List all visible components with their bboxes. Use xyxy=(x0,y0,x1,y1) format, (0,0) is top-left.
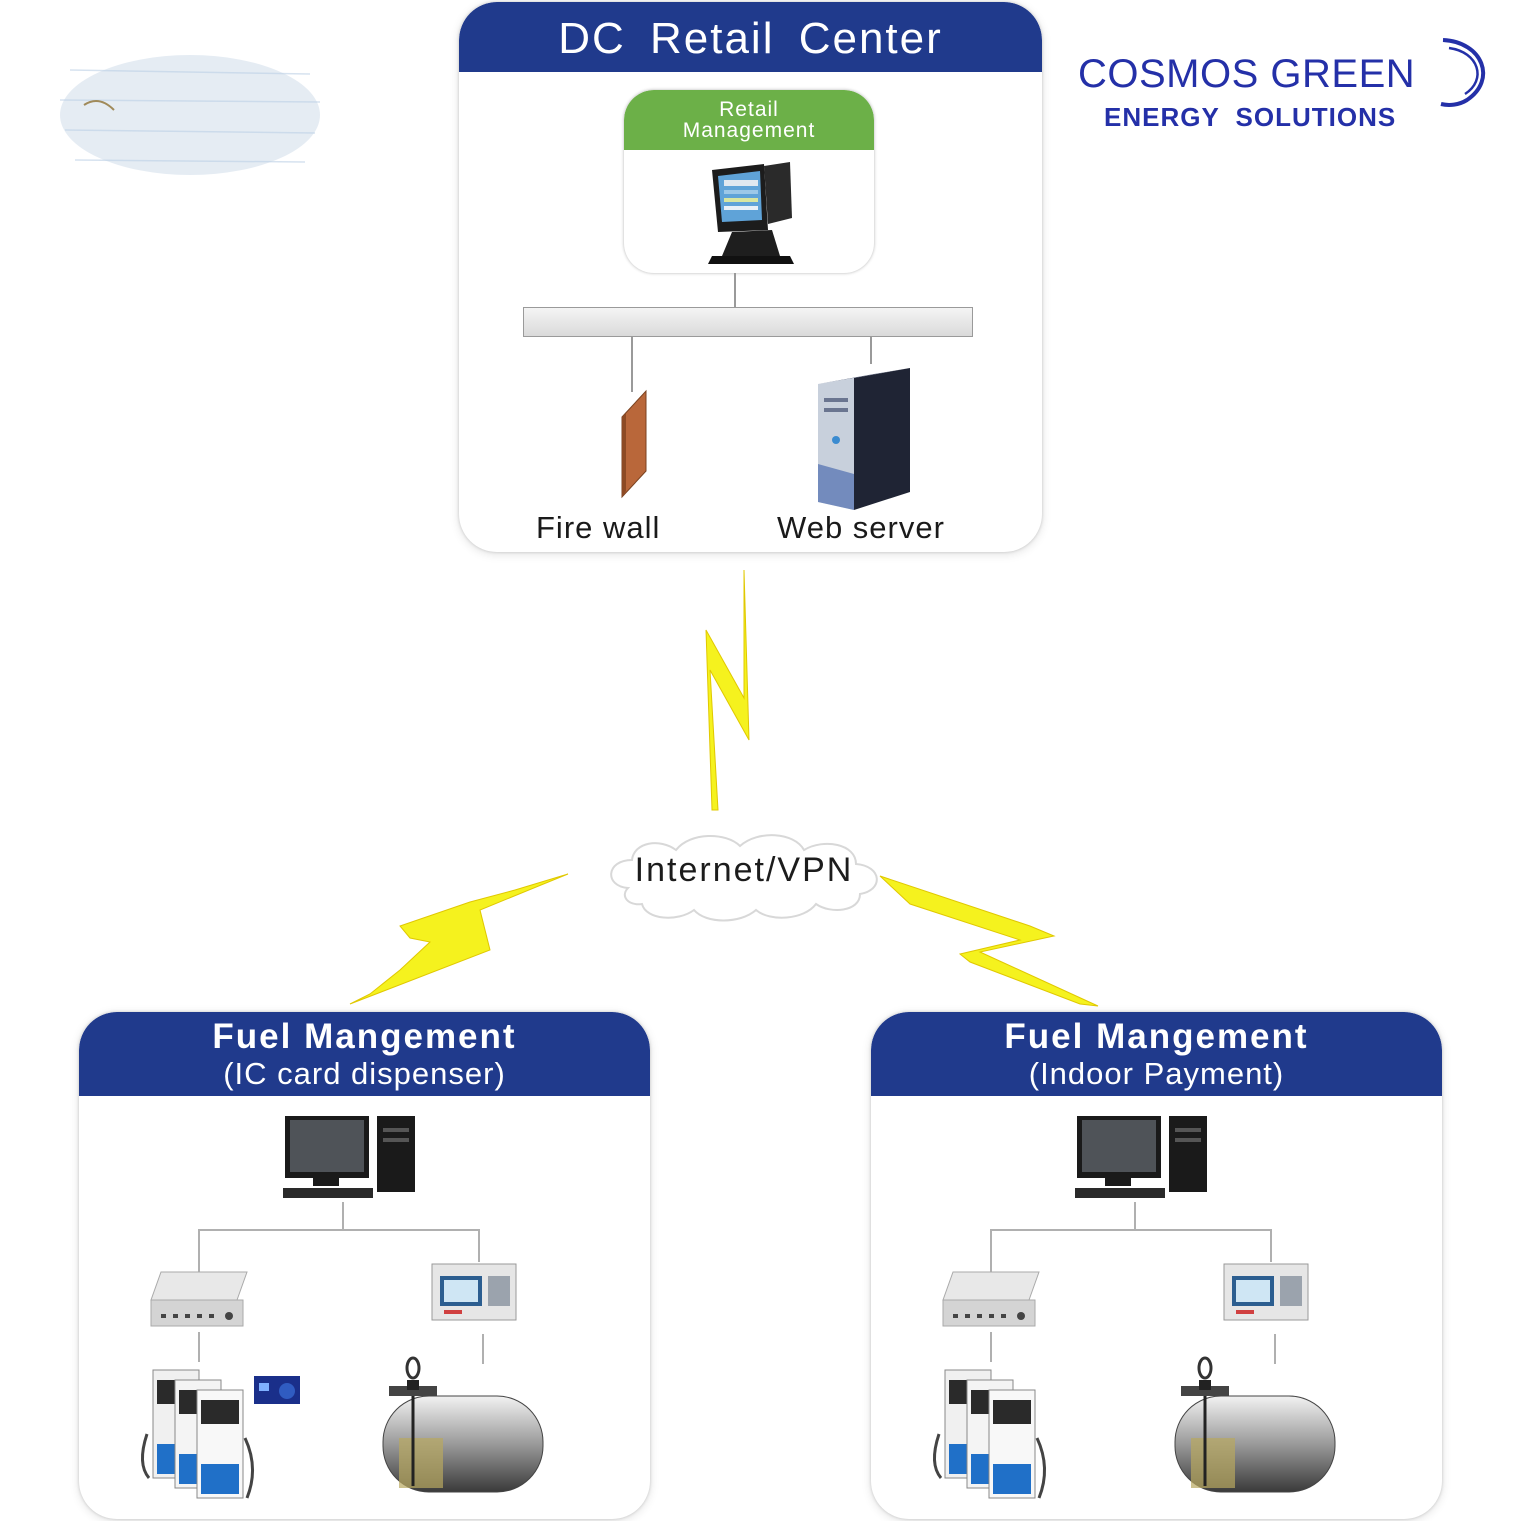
fuel-management-ic-card-header: Fuel Mangement (IC card dispenser) xyxy=(79,1012,650,1096)
fuel-management-title: Fuel Mangement xyxy=(1004,1017,1309,1056)
lightning-left-icon xyxy=(349,873,569,1005)
controller-device-icon xyxy=(150,1271,248,1327)
fuel-management-subtitle: (IC card dispenser) xyxy=(223,1056,506,1091)
fuel-storage-tank-icon xyxy=(1174,1356,1336,1493)
retail-management-box: Retail Management xyxy=(624,90,874,273)
dc-retail-center-title: DC Retail Center xyxy=(558,14,943,63)
background-smudge xyxy=(59,55,321,175)
dc-retail-center-header: DC Retail Center xyxy=(459,2,1042,72)
fuel-storage-tank-icon xyxy=(382,1356,544,1493)
dc-retail-center-panel: DC Retail Center Retail Management xyxy=(459,2,1042,552)
retail-management-header: Retail Management xyxy=(624,90,874,150)
fuel-dispenser-icon xyxy=(933,1369,1046,1499)
lightning-right-icon xyxy=(879,875,1099,1007)
retail-management-label-line1: Retail xyxy=(719,98,779,121)
controller-device-icon xyxy=(942,1271,1040,1327)
pos-terminal-icon xyxy=(708,162,794,264)
desktop-computer-icon xyxy=(283,1116,415,1198)
desktop-computer-icon xyxy=(1075,1116,1207,1198)
firewall-label: Fire wall xyxy=(536,510,661,545)
fuel-management-ic-card-panel: Fuel Mangement (IC card dispenser) xyxy=(79,1012,650,1519)
retail-to-switch-line xyxy=(631,273,872,392)
fuel-dispenser-icon xyxy=(141,1369,254,1499)
internet-vpn-label: Internet/VPN xyxy=(634,851,854,889)
firewall-icon xyxy=(621,389,647,499)
station-network-lines xyxy=(198,1202,484,1364)
tank-gauge-console-icon xyxy=(431,1263,517,1321)
logo-swoosh-icon xyxy=(1440,38,1486,107)
retail-management-label-line2: Management xyxy=(682,119,816,142)
webserver-label: Web server xyxy=(777,510,945,545)
ic-card-icon xyxy=(254,1376,300,1404)
logo-tagline: ENERGY SOLUTIONS xyxy=(1104,102,1397,132)
station-network-lines xyxy=(990,1202,1276,1364)
web-server-icon xyxy=(818,368,910,510)
lightning-vertical-icon xyxy=(705,569,750,811)
fuel-management-indoor-payment-panel: Fuel Mangement (Indoor Payment) xyxy=(871,1012,1442,1519)
internet-cloud-icon xyxy=(610,834,878,922)
logo-name: COSMOS GREEN xyxy=(1078,52,1416,96)
tank-gauge-console-icon xyxy=(1223,1263,1309,1321)
fuel-management-indoor-payment-header: Fuel Mangement (Indoor Payment) xyxy=(871,1012,1442,1096)
network-switch-bar xyxy=(523,307,973,337)
fuel-management-subtitle: (Indoor Payment) xyxy=(1028,1056,1285,1091)
fuel-management-title: Fuel Mangement xyxy=(212,1017,517,1056)
